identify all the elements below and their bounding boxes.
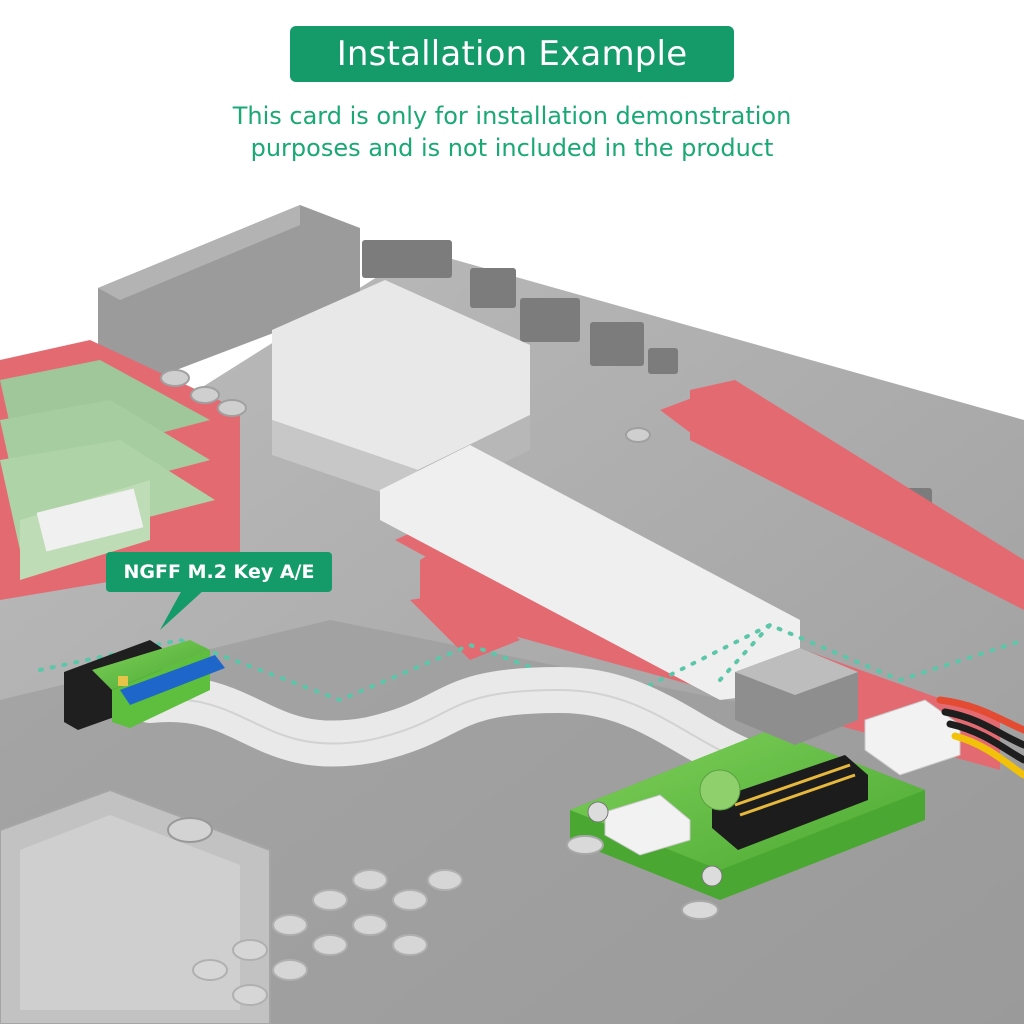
cooling-knobs (192, 869, 463, 1006)
subtitle-line-1: This card is only for installation demon… (232, 102, 792, 130)
pcie-adapter-board-icon (570, 648, 961, 900)
io-shield (98, 205, 360, 380)
title-banner: Installation Example (290, 26, 734, 82)
standoffs (566, 835, 719, 920)
power-connector-icon (936, 696, 1024, 779)
ngff-adapter-icon (64, 640, 225, 730)
ngff-callout: NGFF M.2 Key A/E (106, 552, 332, 592)
subtitle-line-2: purposes and is not included in the prod… (250, 134, 774, 162)
ram-modules (0, 340, 240, 600)
callout-pointer (160, 590, 204, 630)
page-title: Installation Example (336, 34, 688, 74)
cpu-heatsink (272, 280, 530, 470)
ngff-callout-label: NGFF M.2 Key A/E (123, 561, 315, 583)
subtitle: This card is only for installation demon… (0, 100, 1024, 164)
heatpipe-cover (380, 445, 800, 700)
